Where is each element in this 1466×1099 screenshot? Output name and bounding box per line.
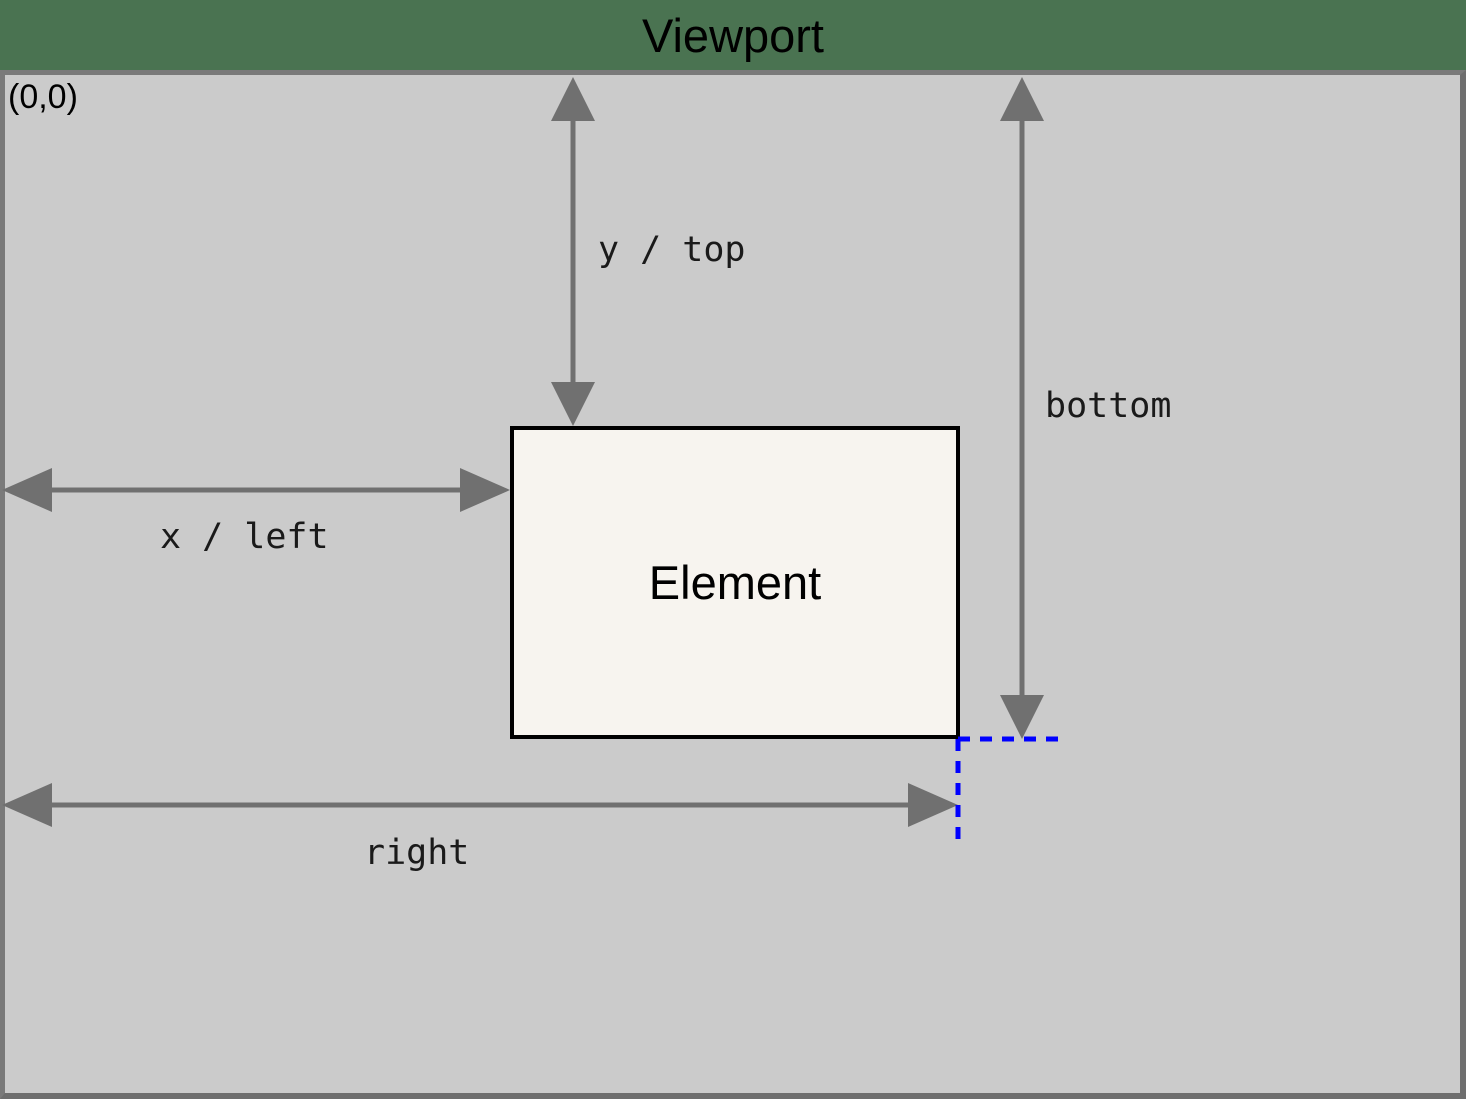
measure-label-x-left: x / left [160,517,329,557]
element-box: Element [510,426,960,739]
viewport-header: Viewport [0,0,1466,70]
element-box-label: Element [648,556,822,609]
measure-label-right: right [364,833,470,873]
viewport-title: Viewport [641,8,824,62]
origin-coordinate-label: (0,0) [8,78,78,116]
measure-label-y-top: y / top [598,230,746,270]
measure-label-bottom: bottom [1045,386,1172,426]
